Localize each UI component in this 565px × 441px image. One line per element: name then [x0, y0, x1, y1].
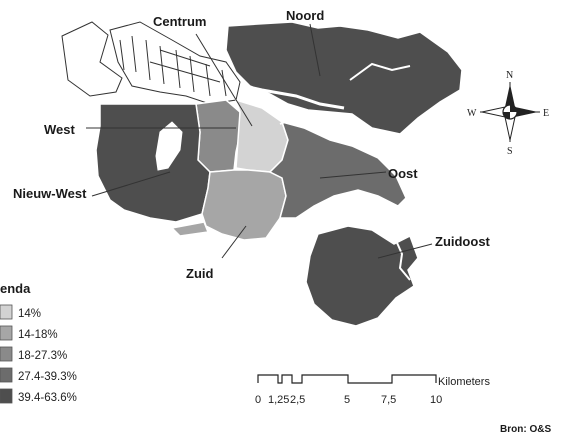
legend-swatch-2	[0, 325, 13, 341]
label-noord: Noord	[286, 8, 324, 23]
district-zuid	[170, 169, 287, 241]
legend-label-5: 39.4-63.6%	[18, 392, 77, 404]
scale-tick-4: 7,5	[381, 394, 396, 406]
compass-w: W	[467, 108, 477, 119]
legend-swatch-5	[0, 388, 13, 404]
label-leaders	[86, 23, 433, 259]
scale-tick-1: 1,25	[268, 394, 289, 406]
compass-rose: N S E W	[467, 70, 549, 157]
legend-title: enda	[0, 281, 31, 296]
scale-bar: Kilometers 0 1,25 2,5 5 7,5 10	[255, 374, 490, 406]
district-noord	[225, 21, 463, 135]
label-zuid: Zuid	[186, 266, 213, 281]
legend-label-2: 14-18%	[18, 329, 58, 341]
legend-label-4: 27.4-39.3%	[18, 371, 77, 383]
label-centrum: Centrum	[153, 14, 206, 29]
district-oost	[268, 120, 407, 219]
harbor-area	[61, 21, 241, 105]
legend: enda 14% 14-18% 18-27.3% 27.4-39.3% 39.4-63.…	[0, 281, 77, 404]
label-oost: Oost	[388, 166, 418, 181]
legend-swatch-4	[0, 367, 13, 383]
scale-unit: Kilometers	[438, 376, 490, 388]
scale-tick-2: 2,5	[290, 394, 305, 406]
compass-s: S	[507, 146, 513, 157]
compass-n: N	[506, 70, 513, 81]
district-nieuw-west	[95, 103, 211, 223]
label-nieuw-west: Nieuw-West	[13, 186, 87, 201]
source-credit: Bron: O&S	[500, 424, 551, 435]
legend-label-1: 14%	[18, 308, 41, 320]
legend-label-3: 18-27.3%	[18, 350, 67, 362]
scale-tick-5: 10	[430, 394, 442, 406]
legend-swatch-1	[0, 304, 13, 320]
district-labels: Centrum Noord West Nieuw-West Zuid Oost …	[13, 8, 491, 281]
label-west: West	[44, 122, 75, 137]
district-west	[195, 99, 241, 173]
legend-swatch-3	[0, 346, 13, 362]
water-features	[155, 62, 411, 281]
label-zuidoost: Zuidoost	[435, 234, 491, 249]
scale-tick-0: 0	[255, 394, 261, 406]
district-zuidoost	[305, 225, 419, 327]
scale-tick-3: 5	[344, 394, 350, 406]
compass-e: E	[543, 108, 549, 119]
